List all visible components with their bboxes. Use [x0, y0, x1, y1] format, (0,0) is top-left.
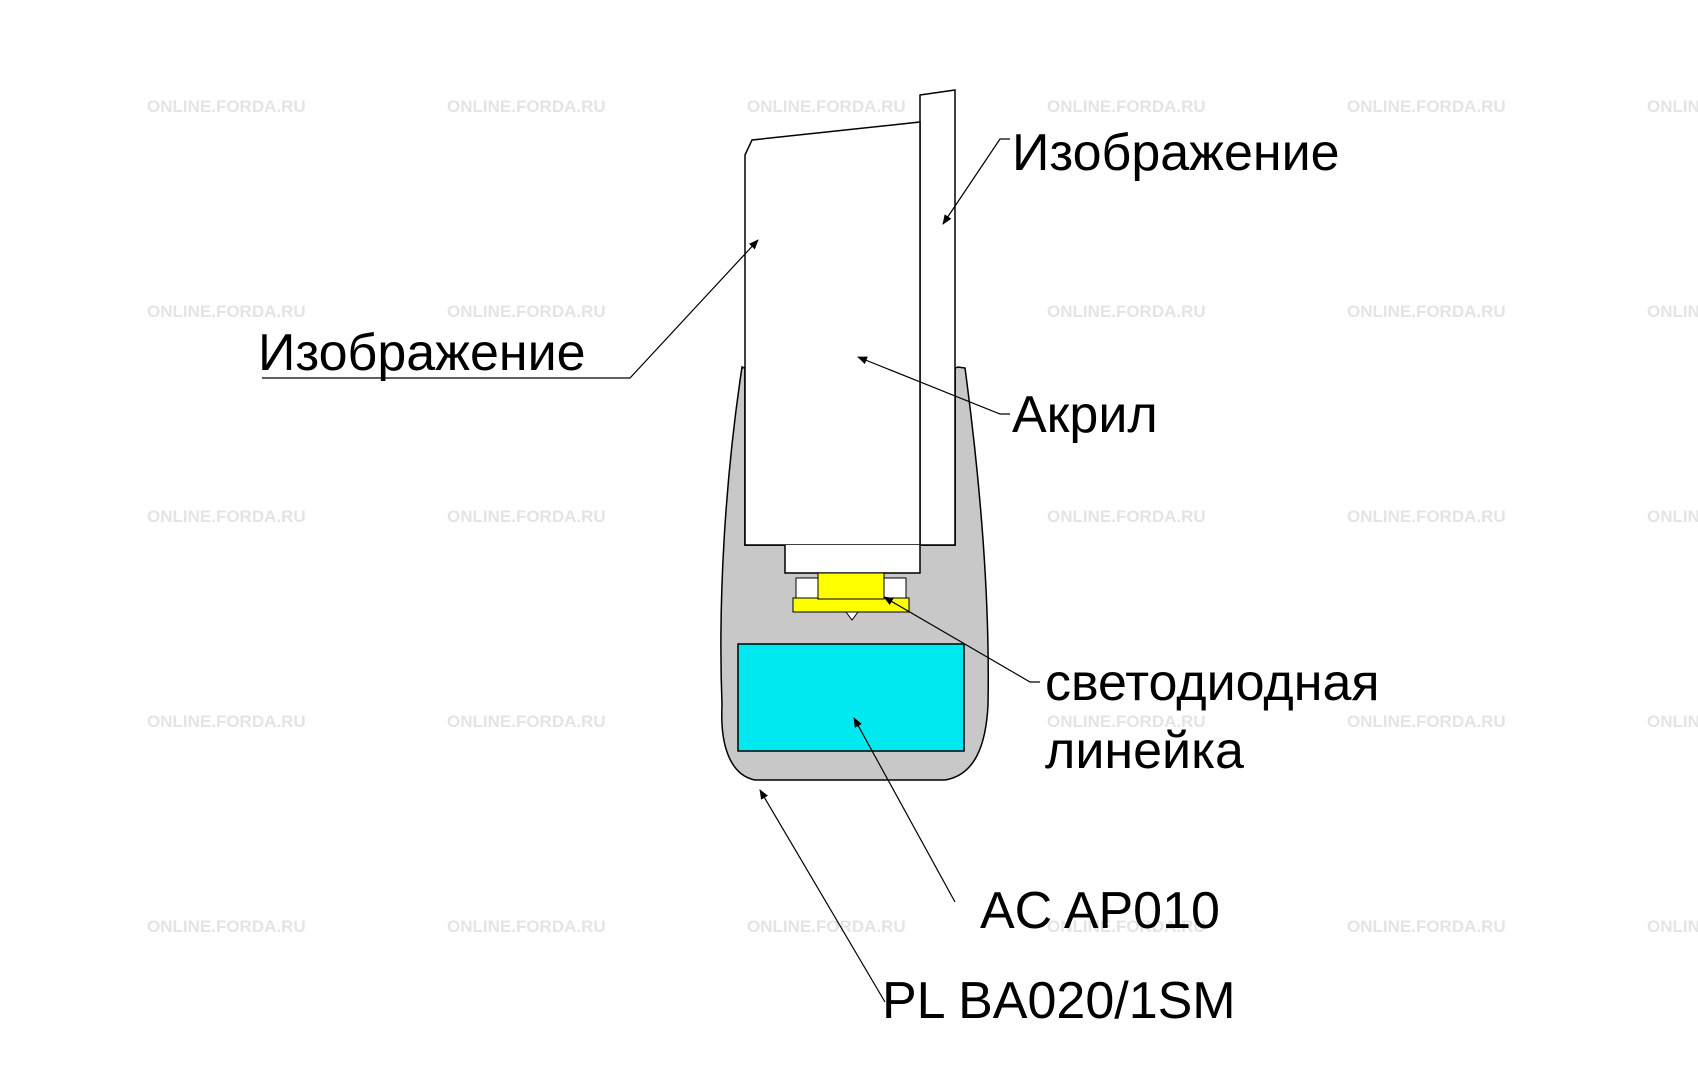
- label-led-line2: линейка: [1045, 722, 1244, 780]
- led-strip-base: [792, 597, 910, 613]
- leader-pl-ba020: [759, 789, 886, 1003]
- watermark-text: ONLINE.FORDA.RU: [1047, 302, 1206, 321]
- watermark-text: ONLINE.FORDA.RU: [1347, 97, 1506, 116]
- watermark-text: ONLINE.FORDA.RU: [147, 507, 306, 526]
- label-image-top-right: Изображение: [1012, 124, 1340, 182]
- watermark-text: ONLINE.FORDA.RU: [747, 917, 906, 936]
- watermark-text: ONLINE.FORDA.RU: [1647, 97, 1698, 116]
- image-film-right: [919, 89, 956, 546]
- watermark-text: ONLINE.FORDA.RU: [447, 97, 606, 116]
- watermark-text: ONLINE.FORDA.RU: [447, 507, 606, 526]
- watermark-text: ONLINE.FORDA.RU: [1047, 917, 1206, 936]
- watermark-text: ONLINE.FORDA.RU: [1347, 712, 1506, 731]
- acrylic-edge: [784, 545, 921, 574]
- watermark-text: ONLINE.FORDA.RU: [1047, 712, 1206, 731]
- leader-image-top-right: [942, 138, 1010, 225]
- watermark-text: ONLINE.FORDA.RU: [1347, 507, 1506, 526]
- led-lens: [845, 611, 859, 621]
- led-strip-side-right: [883, 577, 907, 599]
- watermark-text: ONLINE.FORDA.RU: [147, 97, 306, 116]
- leader-ac-ap010: [853, 717, 956, 903]
- watermark-text: ONLINE.FORDA.RU: [1347, 917, 1506, 936]
- watermark-text: ONLINE.FORDA.RU: [1347, 302, 1506, 321]
- watermark-text: ONLINE.FORDA.RU: [147, 302, 306, 321]
- watermark-text: ONLINE.FORDA.RU: [747, 97, 906, 116]
- watermark-text: ONLINE.FORDA.RU: [1647, 507, 1698, 526]
- label-led-line1: светодиодная: [1045, 654, 1380, 712]
- watermark-text: ONLINE.FORDA.RU: [1647, 917, 1698, 936]
- watermark-text: ONLINE.FORDA.RU: [447, 302, 606, 321]
- ac-ap010-block: [737, 643, 965, 752]
- watermark-text: ONLINE.FORDA.RU: [1047, 507, 1206, 526]
- led-strip-side-left: [795, 577, 819, 599]
- watermark-text: ONLINE.FORDA.RU: [1047, 97, 1206, 116]
- label-pl-ba020: PL BA020/1SM: [882, 972, 1236, 1030]
- watermark-text: ONLINE.FORDA.RU: [147, 917, 306, 936]
- acrylic-sheet: [744, 121, 921, 546]
- watermark-text: ONLINE.FORDA.RU: [147, 712, 306, 731]
- leader-image-left: [262, 239, 759, 379]
- watermark-text: ONLINE.FORDA.RU: [1647, 302, 1698, 321]
- watermark-text: ONLINE.FORDA.RU: [447, 712, 606, 731]
- leader-led: [883, 596, 1040, 683]
- watermark-text: ONLINE.FORDA.RU: [447, 917, 606, 936]
- label-image-left: Изображение: [258, 324, 586, 382]
- watermark-text: ONLINE.FORDA.RU: [1647, 712, 1698, 731]
- led-strip-chip: [817, 572, 885, 600]
- label-ac-ap010: AC AP010: [980, 882, 1220, 940]
- leader-acrylic: [857, 356, 1010, 415]
- label-acrylic: Акрил: [1012, 386, 1158, 444]
